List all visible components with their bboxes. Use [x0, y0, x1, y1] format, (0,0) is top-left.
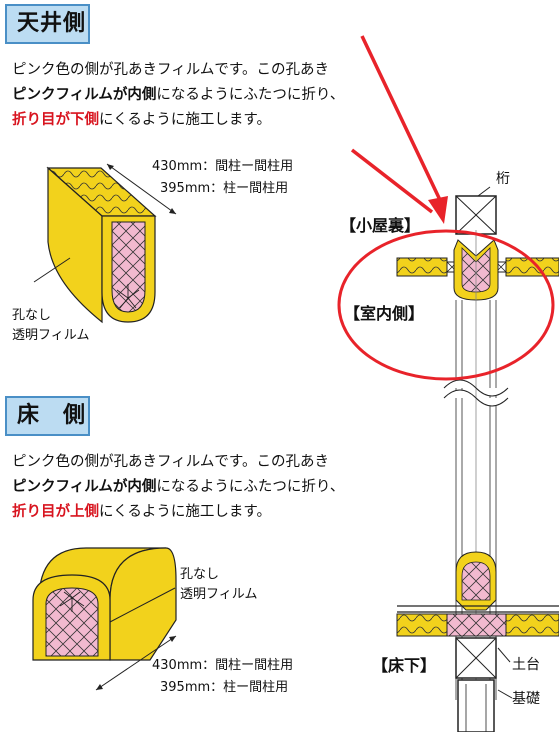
batt-fold-star [116, 284, 140, 309]
red-ellipse [337, 229, 555, 381]
ceiling-instruction-red: 折り目が下側 [12, 112, 99, 128]
floor-instruction-rest-3: にくるように施工します。 [99, 504, 271, 520]
floor-film-label-2: 透明フィルム [180, 587, 258, 602]
dimension-line [106, 163, 177, 215]
ceiling-film-label-2: 透明フィルム [12, 328, 90, 343]
floor-dim-1: 430mm：間柱ー間柱用 [152, 658, 294, 673]
batt-fold-star [59, 591, 85, 612]
ceiling-instruction-rest: になるようにふたつに折り、 [156, 87, 345, 103]
ceiling-instruction-line-2: ピンクフィルムが内側になるようにふたつに折り、 [12, 83, 344, 108]
ceiling-film-label-1: 孔なし [12, 308, 52, 323]
batt-side-face [109, 547, 177, 661]
sill-label: 土台 [512, 657, 540, 673]
underfloor-label: 【床下】 [372, 656, 437, 675]
batt-front-pink [45, 587, 99, 657]
floor-instruction-line-3: 折り目が上側にくるように施工します。 [12, 500, 344, 525]
floor-film-label-1: 孔なし [180, 567, 220, 582]
dimension-line [95, 635, 177, 691]
ceiling-instruction-line-1: ピンク色の側が孔あきフィルムです。この孔あき [12, 62, 329, 78]
ceiling-instruction-bold: ピンクフィルムが内側 [12, 87, 157, 103]
floor-insulation-left [396, 613, 448, 637]
floor-instruction-line-2: ピンクフィルムが内側になるようにふたつに折り、 [12, 475, 344, 500]
floor-insulation-right [505, 613, 559, 637]
attic-label: 【小屋裏】 [340, 216, 421, 235]
floor-instruction-line-1: ピンク色の側が孔あきフィルムです。この孔あき [12, 454, 329, 470]
ceiling-instruction-line-3: 折り目が下側にくるように施工します。 [12, 108, 344, 133]
ceiling-instructions: ピンク色の側が孔あきフィルムです。この孔あき ピンクフィルムが内側になるようにふ… [12, 58, 344, 133]
indoor-label: 【室内側】 [344, 304, 425, 323]
batt-side-face [47, 166, 103, 324]
floor-dim-2: 395mm：柱ー間柱用 [160, 680, 289, 695]
red-highlight [337, 35, 555, 381]
floor-instruction-rest: になるようにふたつに折り、 [156, 479, 345, 495]
beam-label: 桁 [496, 171, 510, 187]
red-arrow-shaft-2 [350, 148, 434, 214]
floor-batt-illustration [32, 547, 177, 691]
batt-front-pink [111, 221, 146, 313]
foundation-label: 基礎 [512, 691, 540, 707]
wall-section [396, 186, 559, 732]
floor-title-badge: 床 側 [5, 396, 90, 436]
ceiling-batt-illustration [33, 163, 177, 324]
ceiling-insulation-left [396, 257, 448, 277]
red-arrow-shaft-1 [360, 35, 442, 201]
ceiling-title-badge: 天井側 [5, 4, 90, 44]
red-arrow-head [428, 196, 448, 224]
floor-instruction-red: 折り目が上側 [12, 504, 99, 520]
ceiling-instruction-rest-3: にくるように施工します。 [99, 112, 271, 128]
floor-instructions: ピンク色の側が孔あきフィルムです。この孔あき ピンクフィルムが内側になるようにふ… [12, 450, 344, 525]
foundation-block [457, 679, 495, 732]
ceiling-dim-2: 395mm：柱ー間柱用 [160, 181, 289, 196]
ceiling-dim-1: 430mm：間柱ー間柱用 [152, 159, 294, 174]
floor-instruction-bold: ピンクフィルムが内側 [12, 479, 157, 495]
